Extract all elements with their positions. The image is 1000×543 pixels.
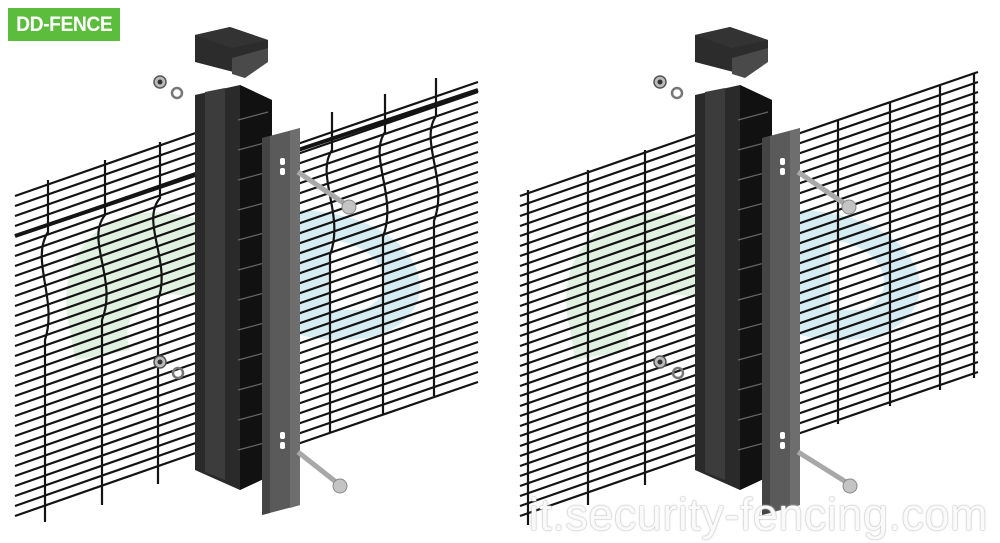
carriage-bolt-top [296,169,357,215]
flat-panel-illustration [519,27,979,525]
mesh-panel-right [779,70,979,442]
brand-logo-badge: DD-FENCE [8,8,120,41]
fence-post [195,85,272,490]
site-watermark: it.security-fencing.com [528,489,988,540]
nut-washer-bottom [653,355,685,380]
mesh-panel-right [279,78,479,452]
post-cap [195,27,268,78]
clamp-bar [762,128,800,515]
carriage-bolt-bottom [796,449,858,494]
fence-post [695,85,772,490]
nut-washer-bottom [153,355,185,380]
nut-washer-top [153,75,184,100]
scene-curved-panel-fence [14,27,479,522]
mesh-panel-left [519,128,711,525]
post-cap [695,27,768,78]
clamp-bar [262,128,300,515]
curved-panel-illustration [14,27,479,522]
scene-flat-panel-fence [500,0,1000,543]
nut-washer-top [653,75,684,100]
mesh-panel-left [14,126,211,522]
carriage-bolt-bottom [296,450,348,494]
brand-logo-text: DD-FENCE [15,12,113,36]
carriage-bolt-top [796,169,857,215]
